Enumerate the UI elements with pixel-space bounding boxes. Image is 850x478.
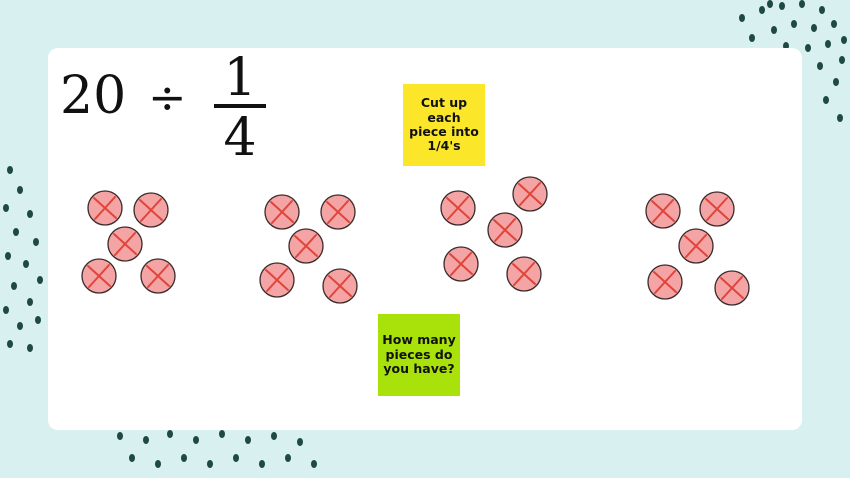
piece [87, 190, 123, 226]
pieces-groups [81, 176, 750, 306]
fraction-numerator: 1 [223, 48, 257, 108]
piece [699, 191, 735, 227]
divide-sign: ÷ [148, 70, 187, 124]
slide-card: 20 ÷ 1 4 Cut up each piece into 1/4's [48, 48, 802, 430]
group-4 [645, 191, 750, 306]
piece [678, 228, 714, 264]
piece [107, 226, 143, 262]
piece [259, 262, 295, 298]
piece [322, 268, 358, 304]
decorative-dots-left [3, 166, 43, 352]
question-sticky-note: How many pieces do you have? [378, 314, 460, 396]
piece [81, 258, 117, 294]
piece [645, 193, 681, 229]
piece [140, 258, 176, 294]
piece [714, 270, 750, 306]
question-text: How many pieces do you have? [382, 332, 456, 377]
piece [440, 190, 476, 226]
instruction-text: Cut up each piece into 1/4's [409, 95, 479, 154]
piece [443, 246, 479, 282]
group-2 [259, 194, 358, 304]
group-1 [81, 190, 176, 294]
equation-whole-number: 20 [60, 66, 127, 126]
piece [647, 264, 683, 300]
decorative-dots-bottom [117, 430, 317, 468]
piece [506, 256, 542, 292]
instruction-sticky-note: Cut up each piece into 1/4's [403, 84, 485, 166]
piece [288, 228, 324, 264]
fraction-denominator: 4 [223, 108, 257, 168]
piece [512, 176, 548, 212]
piece [320, 194, 356, 230]
fraction-bar [214, 104, 266, 108]
piece [487, 212, 523, 248]
piece [264, 194, 300, 230]
group-3 [440, 176, 548, 292]
decorative-dots-top-right [739, 0, 847, 122]
piece [133, 192, 169, 228]
